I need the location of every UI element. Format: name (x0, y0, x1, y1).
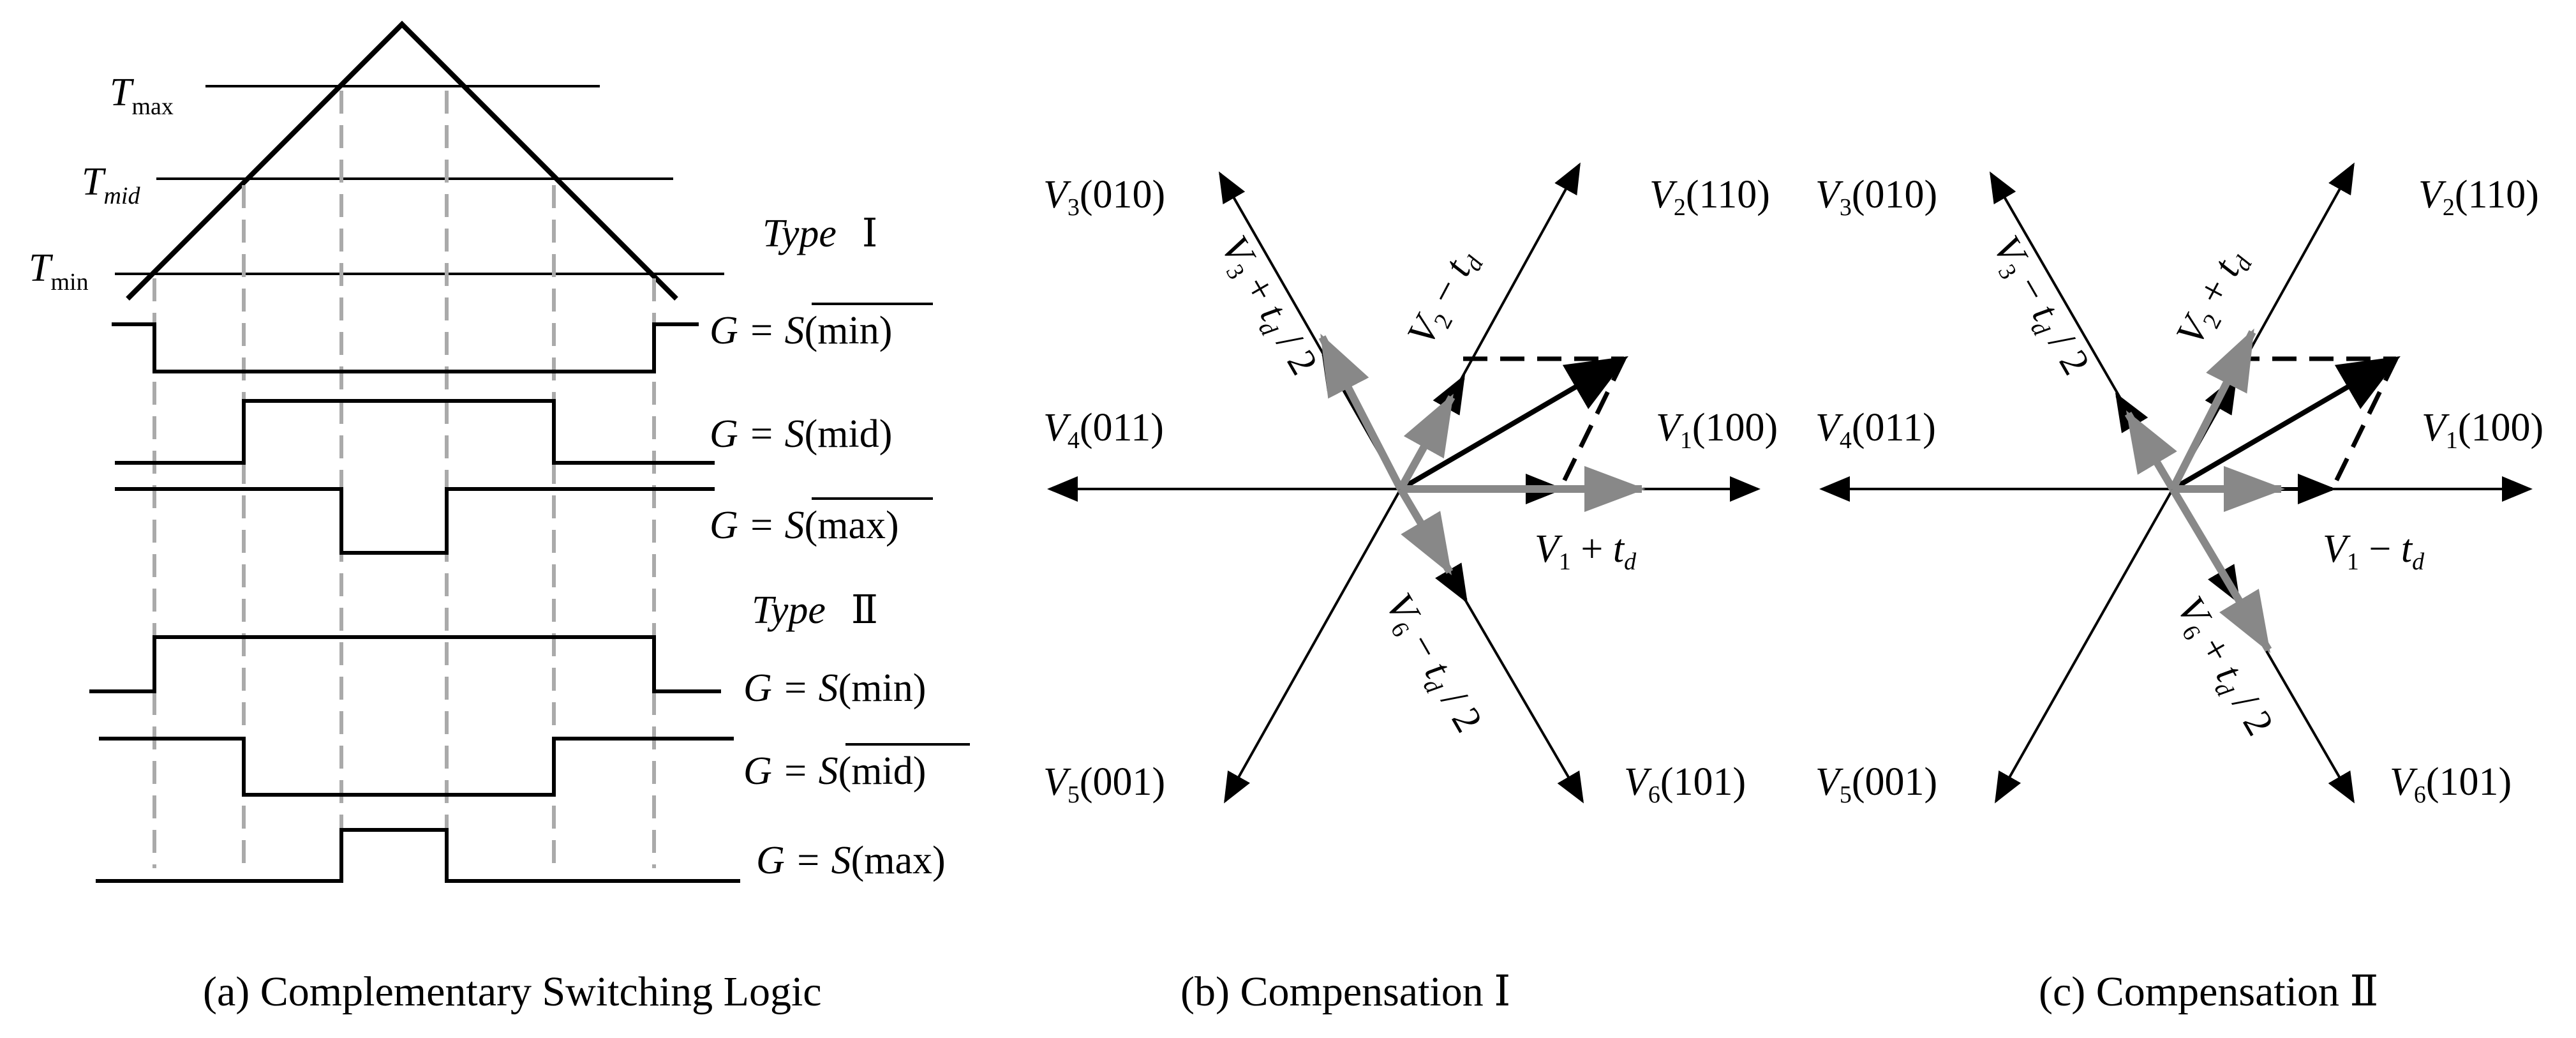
signal-label-s1: G = S(min) (710, 303, 933, 352)
b-resultant-vector (1399, 356, 1628, 492)
b-label-v1: V1(100) (1656, 406, 1778, 454)
b-label-v6: V6(101) (1624, 760, 1746, 808)
c-comp-label-v3: V3 − td / 2 (1981, 229, 2098, 384)
b-label-v5: V5(001) (1043, 760, 1165, 808)
triangle-carrier (126, 20, 678, 301)
c-label-v5: V5(001) (1815, 760, 1937, 808)
c-label-v2: V2(110) (2418, 173, 2539, 221)
c-comp-v3-gray (2124, 410, 2177, 492)
b-label-v4: V4(011) (1043, 406, 1164, 454)
b-comp-label-v2: V2 − td (1399, 241, 1489, 354)
panel-c-vectors: V3(010) V2(110) V4(011) V1(100) V5(001) … (1815, 162, 2543, 1015)
panel-b-vectors: V3(010) V2(110) V4(011) V1(100) V5(001) … (1043, 162, 1778, 1015)
caption-c: (c) Compensation Ⅱ (2039, 968, 2378, 1015)
c-resultant-vector (2171, 356, 2401, 492)
c-label-v3: V3(010) (1815, 173, 1937, 221)
tmin-label: Tmin (29, 246, 89, 296)
svg-text:G = S(max): G = S(max) (710, 504, 899, 547)
b-label-v3: V3(010) (1043, 173, 1165, 221)
waveform-s3 (115, 487, 715, 555)
c-label-v4: V4(011) (1815, 406, 1936, 454)
b-comp-label-v1: V1 + td (1535, 527, 1637, 575)
waveform-s1 (112, 322, 699, 373)
signal-label-s6: G = S(max) (756, 839, 946, 882)
svg-text:G = S(min): G = S(min) (710, 309, 892, 352)
tmid-label: Tmid (82, 160, 140, 209)
signal-label-s4: G = S(min) (743, 666, 926, 710)
b-comp-label-v6: V6 − td / 2 (1373, 586, 1491, 742)
b-comp-label-v3: V3 + td / 2 (1209, 229, 1326, 384)
axis-v5 (1224, 488, 1402, 804)
waveform-s2 (115, 399, 715, 465)
waveform-s4 (89, 635, 721, 693)
signal-label-s2: G = S(mid) (710, 412, 892, 456)
c-label-v6: V6(101) (2390, 760, 2512, 808)
b-comp-v3-gray (1318, 333, 1404, 491)
b-dashed-diagonal (1558, 357, 1627, 490)
tmax-label: Tmax (110, 71, 174, 120)
b-comp-v6-gray (1397, 486, 1454, 576)
c-comp-label-v6: V6 + td / 2 (2164, 589, 2282, 745)
waveform-s5 (99, 737, 734, 797)
signal-label-s3: G = S(max) (710, 497, 933, 547)
caption-a: (a) Complementary Switching Logic (203, 968, 822, 1015)
svg-text:G = S(mid): G = S(mid) (743, 749, 926, 793)
c-comp-label-v2: V2 + td (2168, 241, 2258, 354)
c-comp-v2-gray (2169, 328, 2256, 491)
c-label-v1: V1(100) (2422, 406, 2543, 454)
c-dashed-diagonal (2330, 357, 2399, 490)
c-axis-v5 (1995, 488, 2174, 804)
dashed-guides (153, 91, 656, 868)
caption-b: (b) Compensation Ⅰ (1180, 968, 1510, 1015)
waveform-s6 (96, 828, 740, 883)
b-comp-v2-gray (1397, 393, 1456, 491)
c-comp-v6-gray (2169, 486, 2272, 654)
b-label-v2: V2(110) (1649, 173, 1770, 221)
signal-label-s5: G = S(mid) (743, 743, 970, 793)
c-comp-label-v1: V1 − td (2323, 527, 2425, 575)
